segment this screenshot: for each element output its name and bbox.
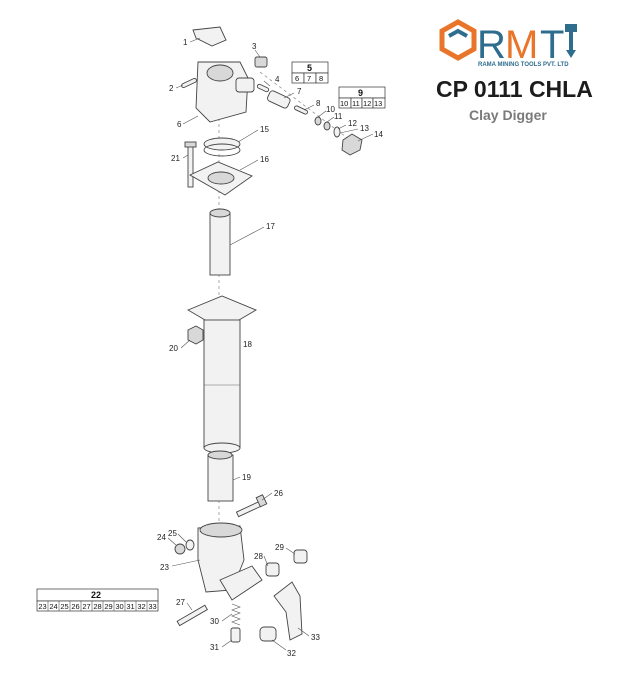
label-11: 11 — [334, 112, 343, 121]
part-21-bolt — [184, 141, 197, 188]
logo-letter-t: T — [540, 23, 564, 67]
label-28: 28 — [254, 552, 263, 561]
part-11-ring — [314, 116, 322, 126]
label-19: 19 — [242, 473, 251, 482]
part-14-nut — [341, 133, 363, 156]
part-1-latch — [192, 26, 227, 47]
kit-22-item: 26 — [71, 602, 79, 611]
part-20-nut — [187, 325, 204, 345]
kit-5-item: 6 — [295, 74, 299, 83]
part-3-plug — [254, 56, 268, 68]
label-20: 20 — [169, 344, 178, 353]
label-21: 21 — [171, 154, 180, 163]
leader-lines — [167, 37, 374, 651]
part-23-front-head — [197, 522, 263, 601]
part-7-valve-sleeve — [267, 90, 291, 109]
label-14: 14 — [374, 130, 383, 139]
model-subtitle: Clay Digger — [469, 107, 547, 123]
label-29: 29 — [275, 543, 284, 552]
kit-22-item: 25 — [60, 602, 68, 611]
drill-bit-icon — [565, 24, 577, 58]
part-8-stem — [294, 105, 308, 115]
label-32: 32 — [287, 649, 296, 658]
kit-22-title: 22 — [91, 590, 101, 600]
label-27: 27 — [176, 598, 185, 607]
part-29-bushing — [293, 549, 308, 564]
label-26: 26 — [274, 489, 283, 498]
label-15: 15 — [260, 125, 269, 134]
part-30-spring — [231, 603, 241, 626]
label-25: 25 — [168, 529, 177, 538]
kit-9-title: 9 — [358, 88, 363, 98]
kit-9-item: 12 — [363, 99, 371, 108]
valve-axis — [259, 71, 351, 141]
kit-22-item: 33 — [148, 602, 156, 611]
part-6-handle-head — [195, 61, 255, 123]
label-6: 6 — [177, 120, 182, 129]
part-number-labels: 1 2 3 4 6 7 8 10 11 12 13 14 15 21 16 17… — [157, 38, 383, 658]
label-4: 4 — [275, 75, 280, 84]
kit-5-item: 7 — [307, 74, 311, 83]
part-25-washer — [185, 539, 195, 551]
kit-22-item: 24 — [49, 602, 57, 611]
hexagon-logo-icon — [439, 19, 477, 61]
kit-5-title: 5 — [307, 63, 312, 73]
label-7: 7 — [297, 87, 302, 96]
label-23: 23 — [160, 563, 169, 572]
label-24: 24 — [157, 533, 166, 542]
label-2: 2 — [169, 84, 174, 93]
part-26-bolt — [235, 494, 268, 518]
part-28-bushing — [265, 562, 280, 577]
part-31-pin — [230, 627, 241, 643]
kit-22-item: 31 — [126, 602, 134, 611]
label-16: 16 — [260, 155, 269, 164]
part-16-flange — [189, 161, 253, 196]
logo-letter-r: R — [477, 23, 506, 67]
part-18-cylinder — [186, 295, 258, 454]
label-12: 12 — [348, 119, 357, 128]
part-15-ring — [203, 137, 241, 157]
part-12-ring — [323, 121, 331, 131]
kit-5-item: 8 — [319, 74, 323, 83]
model-title: CP 0111 CHLA — [436, 76, 593, 102]
part-19-sleeve — [207, 450, 234, 502]
kit-22-item: 27 — [82, 602, 90, 611]
label-8: 8 — [316, 99, 321, 108]
label-1: 1 — [183, 38, 188, 47]
kit-group-9: 9 10 11 12 13 — [338, 86, 386, 109]
kit-9-item: 10 — [340, 99, 348, 108]
part-2-pin — [181, 78, 197, 88]
label-18: 18 — [243, 340, 252, 349]
kit-22-item: 30 — [115, 602, 123, 611]
kit-22-item: 23 — [38, 602, 46, 611]
kit-22-item: 29 — [104, 602, 112, 611]
label-31: 31 — [210, 643, 219, 652]
kit-22-item: 32 — [137, 602, 145, 611]
company-name: RAMA MINING TOOLS PVT. LTD — [478, 62, 569, 68]
label-30: 30 — [210, 617, 219, 626]
kit-22-item: 28 — [93, 602, 101, 611]
label-17: 17 — [266, 222, 275, 231]
part-27-bolt — [176, 604, 208, 627]
kit-group-5: 5 6 7 8 — [291, 61, 329, 84]
part-4-pin — [256, 83, 270, 93]
kit-9-item: 13 — [374, 99, 382, 108]
logo-letter-m: M — [505, 23, 538, 67]
label-33: 33 — [311, 633, 320, 642]
part-33-lever — [273, 581, 303, 641]
part-32-bushing — [259, 626, 277, 642]
label-10: 10 — [326, 105, 335, 114]
part-17-tube — [209, 208, 231, 276]
label-13: 13 — [360, 124, 369, 133]
part-24-nut — [174, 543, 186, 555]
part-13-washer — [333, 126, 341, 138]
brand-logo: R M T RAMA MINING TOOLS PVT. LTD — [439, 19, 577, 68]
kit-9-item: 11 — [352, 99, 360, 108]
label-3: 3 — [252, 42, 257, 51]
